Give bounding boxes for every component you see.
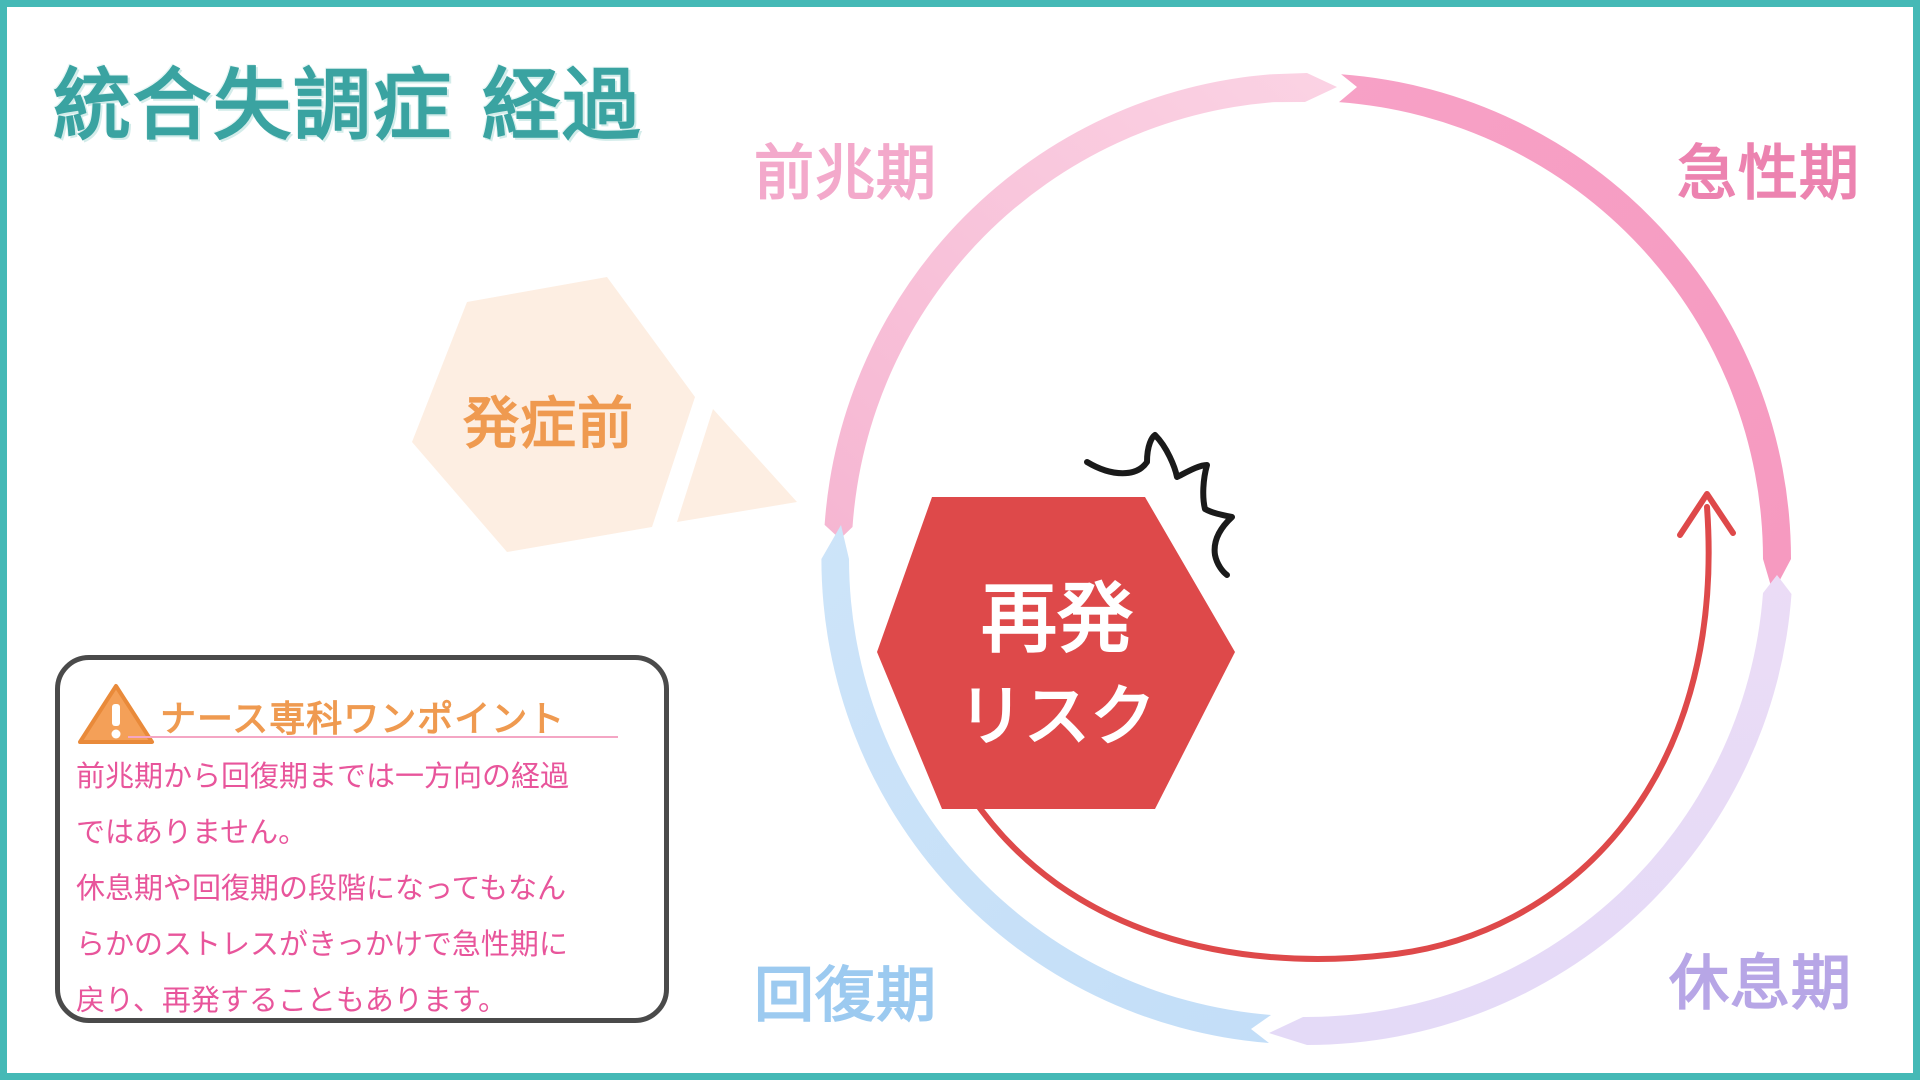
phase-label-acute: 急性期 — [1677, 139, 1860, 209]
phase-label-rest: 休息期 — [1669, 949, 1852, 1019]
course-cycle-diagram: 再発 リスク — [412, 73, 1792, 1045]
impact-burst-icon — [1084, 432, 1235, 578]
pre-onset-shape — [412, 277, 695, 552]
nurse-tip-line: らかのストレスがきっかけで急性期に — [76, 927, 568, 961]
pre-onset-pointer — [677, 409, 797, 522]
cycle-arrow-prodromal — [824, 73, 1337, 539]
relapse-arrowhead — [1677, 491, 1736, 538]
relapse-arrow — [969, 504, 1712, 962]
warning-icon — [78, 684, 154, 744]
relapse-label-line1: 再発 — [981, 574, 1134, 663]
nurse-tip-box: ナース専科ワンポイント 前兆期から回復期までは一方向の経過 ではありません。 休… — [55, 655, 669, 1023]
relapse-hexagon — [877, 497, 1235, 809]
page-title: 統合失調症 経過 — [53, 61, 643, 151]
phase-label-recovery: 回復期 — [754, 961, 937, 1031]
relapse-label-line2: リスク — [958, 678, 1156, 755]
nurse-tip-title: ナース専科ワンポイント — [160, 699, 566, 740]
nurse-tip-header: ナース専科ワンポイント — [76, 676, 636, 744]
phase-label-prodromal: 前兆期 — [754, 139, 937, 209]
nurse-tip-body: 前兆期から回復期までは一方向の経過 ではありません。 休息期や回復期の段階になっ… — [76, 748, 658, 1028]
nurse-tip-line: 戻り、再発することもあります。 — [76, 983, 507, 1017]
cycle-arrow-recovery — [821, 525, 1271, 1043]
nurse-tip-line: 休息期や回復期の段階になってもなん — [76, 871, 567, 905]
nurse-tip-line: 前兆期から回復期までは一方向の経過 — [76, 759, 570, 793]
nurse-tip-underline — [128, 736, 618, 738]
nurse-tip-line: ではありません。 — [76, 815, 308, 849]
cycle-arrow-acute — [1339, 74, 1792, 593]
phase-label-pre-onset: 発症前 — [463, 392, 634, 457]
